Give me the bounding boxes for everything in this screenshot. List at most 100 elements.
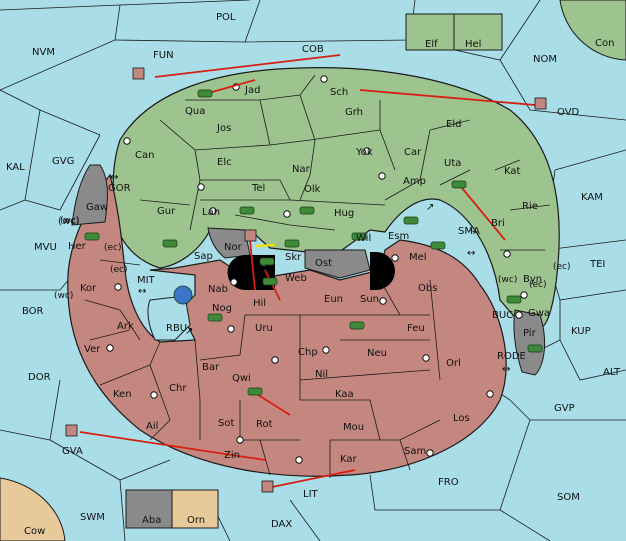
- label-rot: Rot: [256, 419, 273, 430]
- support-arrow: [254, 243, 276, 248]
- label-kam: KAM: [581, 192, 603, 203]
- label-zin: Zin: [224, 450, 240, 461]
- label-rode: RODE: [497, 351, 526, 362]
- label-fun: FUN: [153, 50, 174, 61]
- label-nab: Nab: [208, 284, 228, 295]
- label-ost: Ost: [315, 258, 332, 269]
- label--ec-: (ec): [529, 280, 547, 290]
- supply-center-gwa: [515, 311, 523, 319]
- label-elc: Elc: [217, 157, 232, 168]
- label-chp: Chp: [298, 347, 318, 358]
- double-arrow-icon: ↔: [110, 172, 118, 183]
- label-aba: Aba: [142, 515, 161, 526]
- double-arrow-icon: ↔: [138, 286, 146, 297]
- label-elf: Elf: [425, 39, 438, 50]
- label-kal: KAL: [6, 162, 25, 173]
- army-unit: [84, 232, 100, 241]
- label-qua: Qua: [185, 106, 205, 117]
- supply-center-mel: [391, 254, 399, 262]
- order-arrows: [79, 31, 536, 488]
- elf-box[interactable]: [405, 13, 455, 51]
- label-mou: Mou: [343, 422, 364, 433]
- army-unit: [197, 89, 213, 98]
- label-sch: Sch: [330, 87, 348, 98]
- label-gor: GOR: [108, 183, 131, 194]
- label-her: Her: [68, 241, 87, 252]
- supply-center-sot: [236, 436, 244, 444]
- label-car: Car: [404, 147, 422, 158]
- aba-box[interactable]: [125, 489, 173, 529]
- label-bri: Bri: [491, 218, 505, 229]
- label--ec-: (ec): [553, 262, 571, 272]
- label-sap: Sap: [194, 251, 213, 262]
- label-gwa: Gwa: [528, 308, 550, 319]
- label-sma: SMA: [458, 226, 480, 237]
- label-gva: GVA: [62, 446, 83, 457]
- label-hel: Hel: [465, 39, 481, 50]
- label-lan: Lan: [202, 207, 220, 218]
- label-yok: Yok: [355, 147, 373, 158]
- label-uta: Uta: [444, 158, 461, 169]
- label-ver: Ver: [84, 344, 101, 355]
- label-nom: NOM: [533, 54, 557, 65]
- hel-box[interactable]: [453, 13, 503, 51]
- label-uru: Uru: [255, 323, 273, 334]
- label-cob: COB: [302, 44, 324, 55]
- supply-center-nog: [227, 325, 235, 333]
- label-ail: Ail: [146, 421, 158, 432]
- pir-province[interactable]: [513, 309, 545, 376]
- supply-center-car: [378, 172, 386, 180]
- label--wc-: (wc): [54, 291, 73, 301]
- label-orn: Orn: [187, 515, 205, 526]
- label-gvp: GVP: [554, 403, 575, 414]
- label-sam: Sam: [404, 446, 426, 457]
- army-unit: [349, 321, 365, 330]
- label-gur: Gur: [157, 206, 176, 217]
- label-can: Can: [135, 150, 154, 161]
- label-wil: Wil: [356, 233, 371, 244]
- label-sun: Sun: [360, 294, 379, 305]
- nab-sea-inlet: [147, 295, 191, 341]
- label-amp: Amp: [403, 176, 426, 187]
- label-los: Los: [453, 413, 470, 424]
- label-som: SOM: [557, 492, 580, 503]
- label-byn: Byn: [523, 274, 542, 285]
- label-kaa: Kaa: [335, 389, 354, 400]
- supply-center-nab: [230, 278, 238, 286]
- supply-center-los: [486, 390, 494, 398]
- label-esm: Esm: [388, 231, 409, 242]
- label-swm: SWM: [80, 512, 105, 523]
- label-buc: BUC: [492, 310, 513, 321]
- army-unit: [299, 206, 315, 215]
- label-ovd: OVD: [557, 107, 580, 118]
- label-kup: KUP: [571, 326, 591, 337]
- label-nor: Nor: [224, 242, 243, 253]
- army-unit: [239, 206, 255, 215]
- army-unit: [506, 295, 522, 304]
- army-unit: [284, 239, 300, 248]
- label--wc-: (wc): [60, 216, 79, 226]
- label-orl: Orl: [446, 358, 461, 369]
- black-pass-east: [370, 252, 395, 290]
- label-eld: Eld: [446, 119, 461, 130]
- supply-center-yok: [363, 147, 371, 155]
- supply-center-pir: [520, 291, 528, 299]
- army-unit: [451, 180, 467, 189]
- supply-center-kor: [114, 283, 122, 291]
- double-arrow-icon: ↗: [185, 326, 193, 337]
- label-eun: Eun: [324, 294, 343, 305]
- label-sot: Sot: [218, 418, 234, 429]
- ost-gray-province[interactable]: [304, 249, 371, 279]
- army-unit: [247, 387, 263, 396]
- gaw-province[interactable]: [71, 164, 108, 226]
- label-gaw: Gaw: [86, 202, 108, 213]
- supply-center-can: [123, 137, 131, 145]
- supply-center-orl: [422, 354, 430, 362]
- label-chr: Chr: [169, 383, 187, 394]
- label-ark: Ark: [117, 321, 134, 332]
- label--ec-: (ec): [104, 243, 122, 253]
- supply-center-chp: [322, 346, 330, 354]
- orn-box[interactable]: [171, 489, 219, 529]
